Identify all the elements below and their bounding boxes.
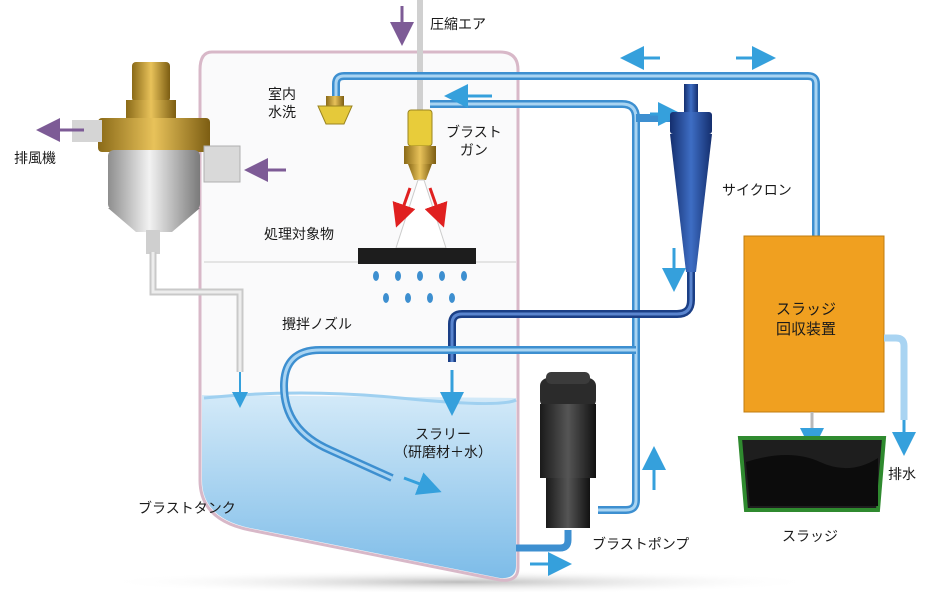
label-blast-gun-line1: ブラスト: [446, 125, 502, 141]
label-compressed-air: 圧縮エア: [430, 17, 486, 33]
label-exhaust: 排風機: [14, 151, 56, 167]
label-workpiece: 処理対象物: [264, 227, 334, 243]
water-surface: [203, 391, 517, 406]
label-room-wash-line1: 室内: [268, 87, 296, 103]
drain-pipe: [884, 334, 908, 420]
flow-arrow-agitator-out: [403, 472, 442, 495]
label-agitator-nozzle: 攪拌ノズル: [282, 317, 352, 333]
blast-gun: [404, 109, 436, 180]
label-room-wash-line2: 水洗: [268, 105, 296, 122]
label-drain: 排水: [888, 467, 916, 483]
exhaust-fan-unit: [72, 62, 241, 254]
label-sludge-recovery-line1: スラッジ: [776, 300, 837, 318]
label-sludge: スラッジ: [782, 529, 838, 545]
workpiece-plate: [358, 248, 476, 264]
slurry-water: [202, 395, 516, 579]
label-sludge-recovery-line2: 回収装置: [776, 319, 837, 338]
room-wash-nozzle: [317, 96, 353, 125]
spray-arrow-left: [392, 187, 416, 228]
label-blast-gun-line2: ガン: [459, 143, 488, 160]
label-room-wash: 室内 水洗: [268, 86, 296, 122]
label-sludge-recovery: スラッジ 回収装置: [776, 300, 836, 339]
cyclone: [670, 84, 712, 272]
water-droplets: [373, 271, 467, 303]
sludge-tray: [737, 436, 887, 512]
label-blast-tank: ブラストタンク: [138, 501, 236, 517]
label-slurry-line2: （研磨材＋水）: [394, 445, 492, 462]
blast-pump: [540, 372, 596, 528]
label-slurry: スラリー （研磨材＋水）: [394, 426, 492, 462]
label-blast-pump: ブラストポンプ: [592, 537, 690, 553]
floor-shadow: [100, 570, 820, 592]
label-cyclone: サイクロン: [722, 183, 792, 199]
pump-suction-pipe: [516, 530, 572, 552]
label-slurry-line1: スラリー: [415, 427, 471, 443]
label-blast-gun: ブラスト ガン: [446, 124, 502, 160]
spray-arrow-right: [424, 187, 448, 228]
sludge-recovery-box: [743, 235, 885, 413]
